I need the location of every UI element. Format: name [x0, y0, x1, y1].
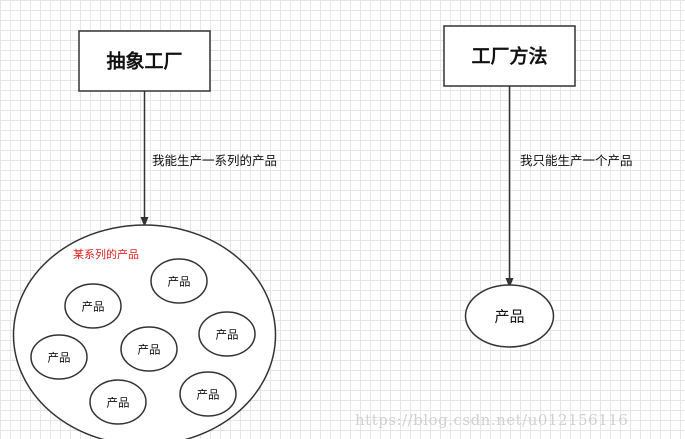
product-family-label: 某系列的产品 [73, 247, 139, 261]
abstract-factory-title: 抽象工厂 [106, 50, 182, 73]
product-node[interactable]: 产品 [89, 379, 147, 425]
product-node[interactable]: 产品 [179, 371, 237, 417]
factory-method-title: 工厂方法 [471, 45, 547, 68]
factory-method-group: 工厂方法 我只能生产一个产品 产品 [443, 25, 633, 348]
product-node-label: 产品 [216, 328, 239, 342]
product-node[interactable]: 产品 [64, 283, 122, 329]
product-node[interactable]: 产品 [30, 334, 88, 380]
product-node-label: 产品 [168, 275, 191, 289]
product-node-label: 产品 [107, 396, 130, 410]
product-node-shape [64, 283, 122, 329]
single-product-node[interactable]: 产品 [464, 284, 555, 348]
factory-method-box[interactable] [443, 25, 576, 87]
product-node-shape [89, 379, 147, 425]
product-node[interactable]: 产品 [198, 311, 256, 357]
product-node-shape [198, 311, 256, 357]
single-product-shape [464, 284, 555, 348]
factory-method-edge-label: 我只能生产一个产品 [520, 153, 633, 168]
abstract-factory-edge-label: 我能生产一系列的产品 [152, 153, 277, 168]
product-node[interactable]: 产品 [120, 326, 178, 372]
abstract-factory-group: 抽象工厂 我能生产一系列的产品 某系列的产品 产品 产品 产品 产品 产品 产品 [12, 30, 277, 439]
watermark-url: https://blog.csdn.net/u012156116 [355, 411, 628, 429]
product-node-shape [30, 334, 88, 380]
product-node-shape [179, 371, 237, 417]
product-node-label: 产品 [48, 351, 71, 365]
product-node-shape [120, 326, 178, 372]
product-node-label: 产品 [197, 388, 220, 402]
abstract-factory-box[interactable] [78, 30, 211, 92]
product-node-shape [150, 258, 208, 304]
single-product-label: 产品 [494, 308, 524, 326]
product-node[interactable]: 产品 [150, 258, 208, 304]
product-node-label: 产品 [138, 343, 161, 357]
product-node-label: 产品 [82, 300, 105, 314]
